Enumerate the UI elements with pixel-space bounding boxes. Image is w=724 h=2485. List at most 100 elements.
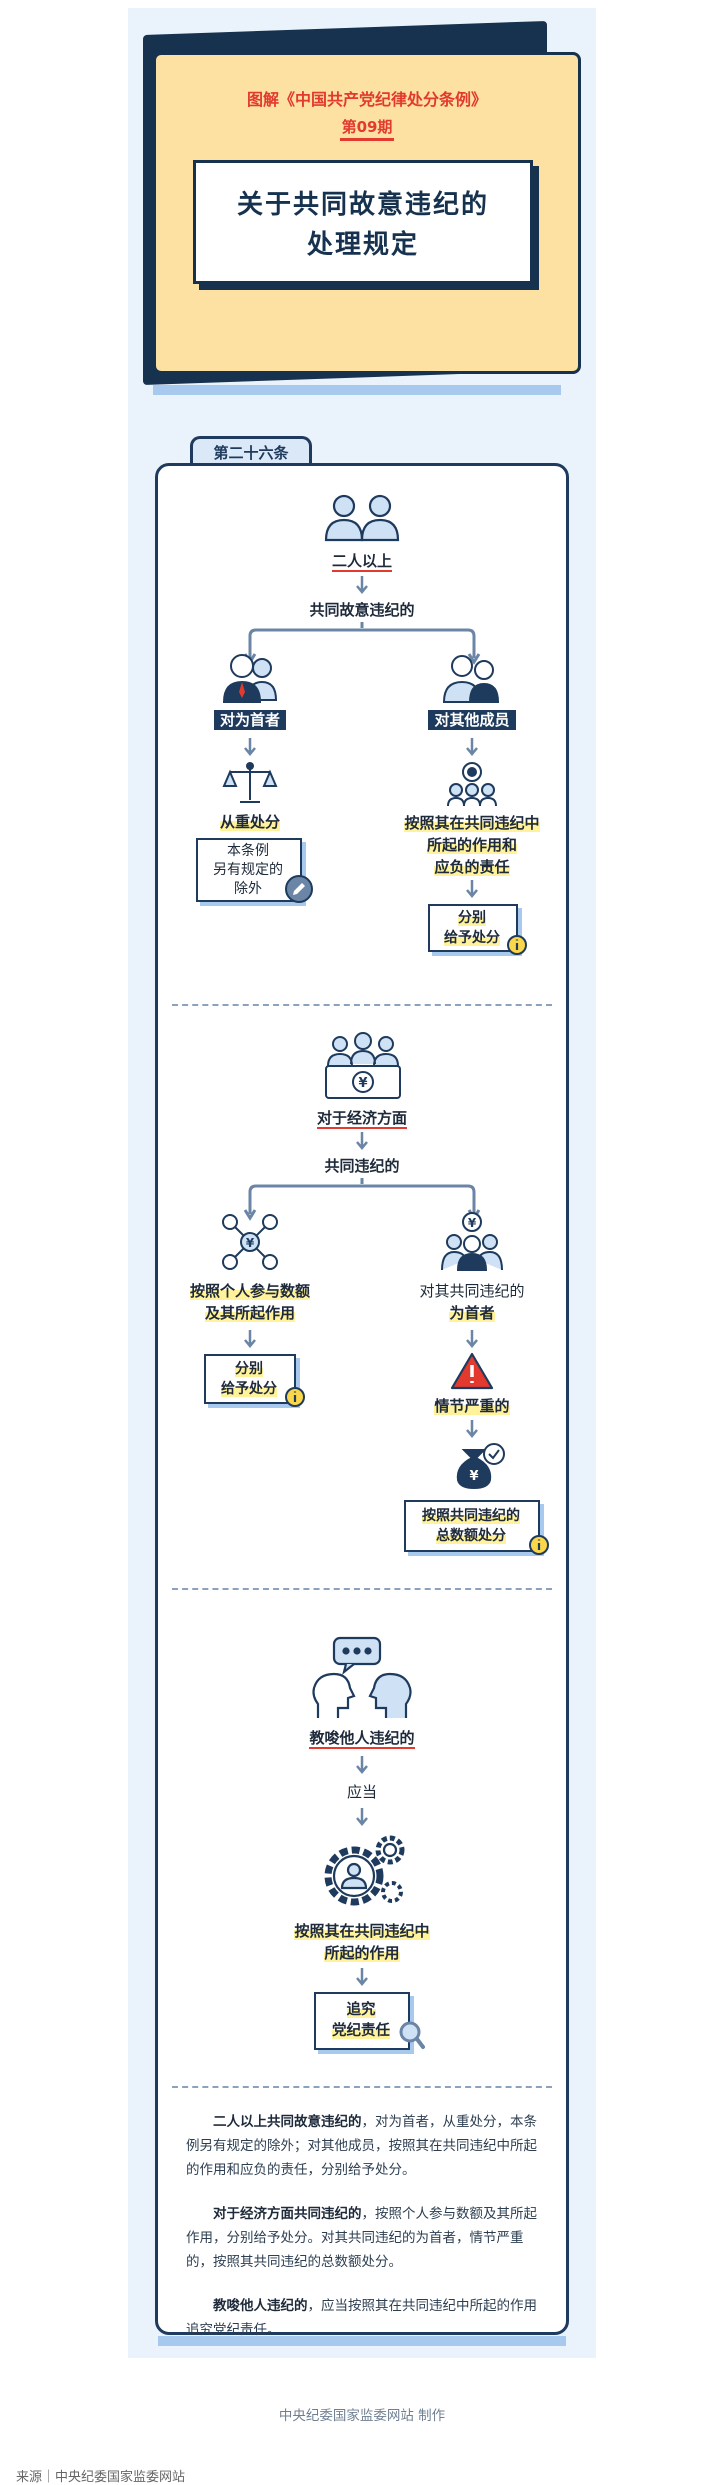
scales-icon [222, 762, 278, 803]
s3-should: 应当 [346, 1783, 377, 1801]
title-box: 关于共同故意违纪的 处理规定 [193, 160, 533, 284]
s1-left-role-text: 对为首者 [213, 710, 286, 730]
s1-right-arrow-1 [466, 738, 478, 756]
svg-text:¥: ¥ [246, 1236, 255, 1250]
s2-right-condition: 情节严重的 [412, 1396, 532, 1416]
s3-action: 按照其在共同违纪中 所起的作用 [262, 1920, 462, 1964]
s2-right-role-line-2: 为首者 [449, 1304, 495, 1322]
s2-branch-label: 共同违纪的 [324, 1157, 400, 1175]
credit-text: 中央纪委国家监委网站 制作 [278, 2408, 446, 2424]
info-icon [529, 1535, 549, 1555]
s2-right-result-card: 按照共同违纪的 总数额处分 [404, 1500, 540, 1552]
s1-left-role: 对为首者 [200, 710, 300, 730]
summary-p1-text: ，对为首者，从重处分，本条例另有规定的除外；对其他成员，按照其在共同违纪中所起的… [186, 2114, 537, 2178]
s1-left-action: 从重处分 [190, 812, 310, 832]
summary-paragraph-3: 教唆他人违纪的，应当按照其在共同违纪中所起的作用追究党纪责任。 [186, 2294, 542, 2342]
s1-right-result-line-2: 给予处分 [444, 930, 500, 946]
money-network-icon: ¥ [222, 1214, 278, 1270]
s2-right-role-line-1: 对其共同违纪的 [419, 1282, 525, 1300]
divider-3 [172, 2086, 552, 2088]
summary-paragraph-2: 对于经济方面共同违纪的，按照个人参与数额及其所起作用，分别给予处分。对其共同违纪… [186, 2202, 542, 2274]
s1-left-action-text: 从重处分 [219, 813, 280, 831]
team-gear-icon [447, 762, 497, 807]
s1-right-result-card: 分别 给予处分 [428, 904, 518, 952]
s3-result-line-2: 党纪责任 [332, 2023, 390, 2039]
divider-2 [172, 1588, 552, 1590]
summary-p1-bold: 二人以上共同故意违纪的 [213, 2114, 362, 2130]
title-line-2: 处理规定 [306, 230, 419, 260]
s2-right-condition-text: 情节严重的 [434, 1397, 510, 1415]
s2-left-result-line-1: 分别 [235, 1361, 263, 1377]
summary-paragraph-1: 二人以上共同故意违纪的，对为首者，从重处分，本条例另有规定的除外；对其他成员，按… [186, 2110, 542, 2182]
s3-arrow-1 [356, 1756, 368, 1774]
s1-right-action-line-2: 所起的作用和 [426, 836, 517, 854]
header-subtitle: 图解《中国共产党纪律处分条例》 [246, 90, 487, 109]
money-leader-icon: ¥ [441, 1212, 503, 1271]
s1-right-arrow-2 [466, 880, 478, 898]
main-card-shadow [158, 2336, 566, 2346]
summary-p3-text: ，应当按照其在共同违纪中所起的作用追究党纪责任。 [186, 2298, 537, 2338]
s2-right-role: 对其共同违纪的 为首者 [392, 1280, 552, 1324]
info-icon [285, 1387, 305, 1407]
s3-action-line-2: 所起的作用 [324, 1944, 400, 1962]
s2-right-result-line-2: 总数额处分 [436, 1528, 506, 1544]
s1-top-label-text: 二人以上 [331, 552, 392, 572]
svg-text:¥: ¥ [468, 1216, 477, 1230]
magnifier-icon [399, 2021, 425, 2049]
s2-arrow-1 [356, 1132, 368, 1150]
issue-number: 第09期 [339, 118, 395, 141]
s1-branch-label: 共同故意违纪的 [309, 601, 415, 619]
header-issue: 第09期 [153, 116, 581, 141]
s1-right-action: 按照其在共同违纪中 所起的作用和 应负的责任 [382, 812, 562, 878]
summary-p2-bold: 对于经济方面共同违纪的 [213, 2206, 362, 2222]
s1-right-role: 对其他成员 [410, 710, 534, 730]
title-line-1: 关于共同故意违纪的 [236, 190, 489, 220]
s1-left-note-card: 本条例 另有规定的 除外 [196, 838, 302, 902]
s2-right-result: 按照共同违纪的 总数额处分 [406, 1506, 536, 1546]
s1-arrow-1 [356, 576, 368, 594]
pencil-icon [285, 875, 313, 903]
svg-text:¥: ¥ [358, 1076, 367, 1091]
article-tab-label: 第二十六条 [213, 444, 289, 462]
summary-text: 二人以上共同故意违纪的，对为首者，从重处分，本条例另有规定的除外；对其他成员，按… [186, 2110, 542, 2362]
s2-left-action: 按照个人参与数额 及其所起作用 [172, 1280, 328, 1324]
s3-result: 追究 党纪责任 [316, 2000, 406, 2042]
info-icon [507, 935, 527, 955]
divider-1 [172, 1004, 552, 1006]
s2-left-result-card: 分别 给予处分 [204, 1354, 296, 1404]
note-line-3: 除外 [234, 881, 262, 897]
s2-right-arrow-1 [466, 1330, 478, 1348]
s2-left-arrow [244, 1330, 256, 1348]
s1-right-result-line-1: 分别 [458, 910, 486, 926]
s3-result-card: 追究 党纪责任 [314, 1992, 410, 2050]
s2-right-result-line-1: 按照共同违纪的 [422, 1508, 520, 1524]
summary-p2-text: ，按照个人参与数额及其所起作用，分别给予处分。对其共同违纪的为首者，情节严重的，… [186, 2206, 537, 2270]
s3-arrow-2 [356, 1808, 368, 1826]
s3-result-line-1: 追究 [346, 2002, 376, 2018]
s3-top-label: 教唆他人违纪的 [282, 1728, 442, 1749]
s2-right-arrow-2 [466, 1420, 478, 1438]
page-title: 关于共同故意违纪的 处理规定 [196, 185, 530, 265]
money-bag-icon: ¥ [456, 1443, 505, 1490]
s2-left-action-line-1: 按照个人参与数额 [189, 1282, 310, 1300]
s1-top-label: 二人以上 [312, 551, 412, 572]
s3-top-label-text: 教唆他人违纪的 [309, 1729, 415, 1749]
two-people-icon [324, 494, 400, 542]
svg-text:¥: ¥ [469, 1469, 478, 1484]
s1-left-arrow-1 [244, 738, 256, 756]
summary-p3-bold: 教唆他人违纪的 [213, 2298, 308, 2314]
money-group-icon: ¥ [325, 1032, 401, 1099]
s3-action-line-1: 按照其在共同违纪中 [294, 1922, 430, 1940]
s1-right-role-text: 对其他成员 [428, 710, 516, 730]
s1-left-note: 本条例 另有规定的 除外 [198, 842, 298, 899]
note-line-2: 另有规定的 [213, 862, 283, 878]
s2-left-action-line-2: 及其所起作用 [204, 1304, 295, 1322]
article-tab: 第二十六条 [190, 436, 312, 466]
gears-person-icon [324, 1835, 405, 1906]
s2-left-result: 分别 给予处分 [206, 1359, 292, 1399]
conversation-heads-icon [312, 1636, 412, 1718]
leader-person-icon [222, 654, 278, 703]
warning-icon [450, 1352, 494, 1390]
s3-arrow-3 [356, 1968, 368, 1986]
s1-right-action-line-3: 应负的责任 [434, 858, 510, 876]
